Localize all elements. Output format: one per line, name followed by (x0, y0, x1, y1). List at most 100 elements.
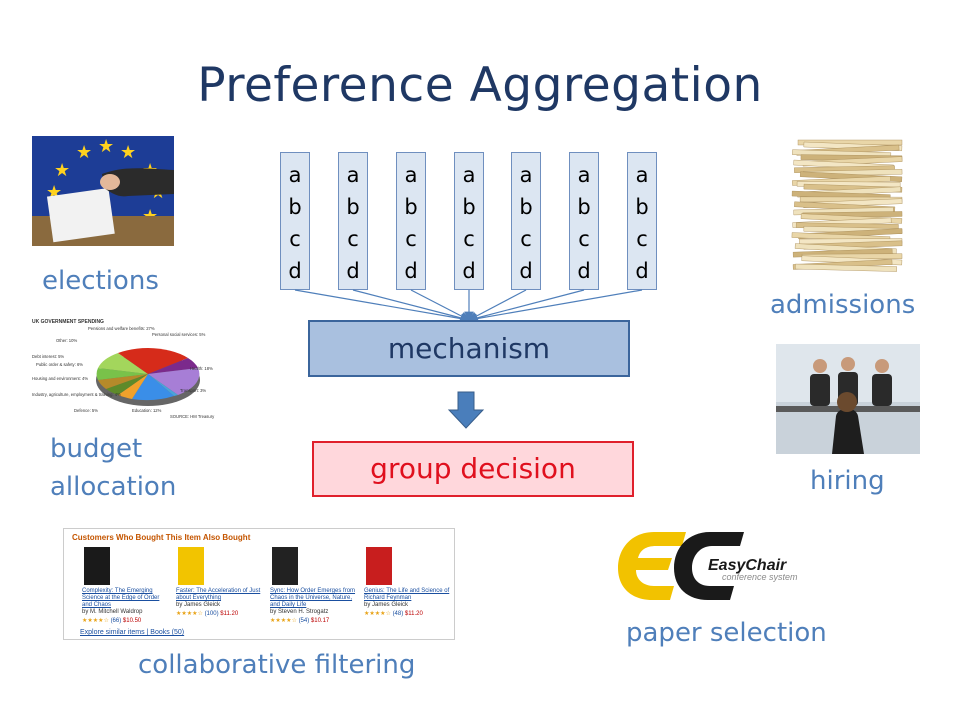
ballot-item: d (577, 259, 591, 283)
ballot-item: d (462, 259, 476, 283)
book-reviews[interactable]: (66) (110, 618, 122, 624)
book-reviews[interactable]: (54) (298, 618, 310, 624)
book-cover[interactable] (178, 547, 204, 585)
ballot-item: b (404, 195, 418, 219)
hiring-caption: hiring (810, 466, 885, 496)
ballot-item: a (577, 163, 591, 187)
book-item: Complexity: The Emerging Science at the … (82, 547, 170, 624)
ballot-item: c (289, 227, 301, 251)
pie-label: Transport: 3% (180, 388, 206, 393)
book-author: by James Gleick (364, 602, 409, 608)
ballot-item: b (288, 195, 302, 219)
easychair-name: EasyChair (708, 557, 787, 574)
book-rating: ★★★★☆ (54) $10.17 (270, 618, 330, 624)
book-price: $10.17 (310, 618, 330, 624)
ballot-item: d (288, 259, 302, 283)
ballot-arrow-2 (352, 289, 471, 323)
ballot-item: c (578, 227, 590, 251)
easychair-logo: EasyChair conference system (612, 526, 862, 606)
book-author: by Steven H. Strogatz (270, 609, 329, 615)
book-title-link[interactable]: Genius: The Life and Science of Richard … (364, 588, 450, 601)
ballot-arrow-5 (467, 289, 527, 321)
collaborative-filtering-panel: Customers Who Bought This Item Also Boug… (63, 528, 455, 640)
ballot-item: c (405, 227, 417, 251)
ballot-item: c (520, 227, 532, 251)
page-title: Preference Aggregation (197, 58, 763, 113)
ballot-arrow-7 (467, 289, 643, 324)
collaborative-caption: collaborative filtering (138, 650, 416, 680)
ballot-item: d (519, 259, 533, 283)
pie-label: Industry, agriculture, employment & trai… (32, 392, 121, 397)
book-price: $10.50 (122, 618, 142, 624)
book-price: $11.20 (404, 611, 423, 617)
book-rating: ★★★★☆ (100) $11.20 (176, 611, 239, 617)
book-reviews[interactable]: (100) (204, 611, 219, 617)
svg-text:★: ★ (54, 160, 70, 181)
mechanism-box: mechanism (308, 320, 630, 377)
book-item: Faster: The Acceleration of Just about E… (176, 547, 264, 617)
interview-image (776, 344, 920, 454)
book-title-link[interactable]: Faster: The Acceleration of Just about E… (176, 588, 261, 601)
eu-flag-ballot-image: ★★★ ★★ ★★ ★★ (32, 136, 174, 246)
svg-text:★: ★ (120, 142, 136, 163)
budget-pie-image: UK GOVERNMENT SPENDING Pensions and welf… (30, 316, 220, 420)
book-title-link[interactable]: Sync: How Order Emerges from Chaos in th… (270, 588, 356, 608)
book-item: Sync: How Order Emerges from Chaos in th… (270, 547, 358, 624)
ballot-item: a (519, 163, 533, 187)
ballot-item: d (635, 259, 649, 283)
ballot-item: a (635, 163, 649, 187)
paper-selection-caption: paper selection (626, 618, 827, 648)
ballot-arrow-1 (294, 289, 471, 324)
book-item: Genius: The Life and Science of Richard … (364, 547, 452, 617)
ballot-item: d (404, 259, 418, 283)
ballot-item: b (635, 195, 649, 219)
ballot-item: c (636, 227, 648, 251)
pie-label: Debt interest: 5% (32, 354, 64, 359)
book-rating: ★★★★☆ (48) $11.20 (364, 611, 423, 617)
ballot-item: a (462, 163, 476, 187)
book-author: by James Gleick (176, 602, 221, 608)
elections-photo: ★★★ ★★ ★★ ★★ (32, 136, 174, 246)
ballot-item: d (346, 259, 360, 283)
ballot-item: a (346, 163, 360, 187)
group-decision-box: group decision (312, 441, 634, 497)
svg-text:★: ★ (76, 142, 92, 163)
amazon-footer-link[interactable]: Explore similar items | Books (50) (80, 629, 185, 636)
ballot-item: c (463, 227, 475, 251)
ballot-item: b (462, 195, 476, 219)
book-rating: ★★★★☆ (66) $10.50 (82, 618, 142, 624)
budget-caption-line1: budget (50, 434, 143, 464)
paper-stack-image (790, 136, 914, 272)
ballot-item: b (519, 195, 533, 219)
pie-label: Pensions and welfare benefits: 27% (88, 326, 155, 331)
budget-caption-line2: allocation (50, 472, 177, 502)
book-cover[interactable] (366, 547, 392, 585)
book-author: by M. Mitchell Waldrop (82, 609, 143, 615)
pie-label: Health: 18% (190, 366, 213, 371)
hiring-photo (776, 344, 920, 454)
pie-label: Defence: 5% (74, 408, 98, 413)
ballot-arrow-6 (467, 289, 585, 323)
pie-label: Housing and environment: 4% (32, 376, 88, 381)
amazon-header: Customers Who Bought This Item Also Boug… (72, 533, 251, 542)
ballot-arrow-3 (410, 289, 471, 321)
book-cover[interactable] (84, 547, 110, 585)
pie-label: Other: 10% (56, 338, 77, 343)
pie-source: SOURCE: HM Treasury (170, 414, 215, 419)
book-price: $11.20 (220, 611, 239, 617)
book-cover[interactable] (272, 547, 298, 585)
pie-label: Personal social services: 5% (152, 332, 206, 337)
pie-title: UK GOVERNMENT SPENDING (32, 319, 104, 325)
book-title-link[interactable]: Complexity: The Emerging Science at the … (82, 588, 160, 608)
book-reviews[interactable]: (48) (392, 611, 404, 617)
down-arrow-icon (447, 391, 485, 429)
pie-label: Public order & safety: 6% (36, 362, 83, 367)
